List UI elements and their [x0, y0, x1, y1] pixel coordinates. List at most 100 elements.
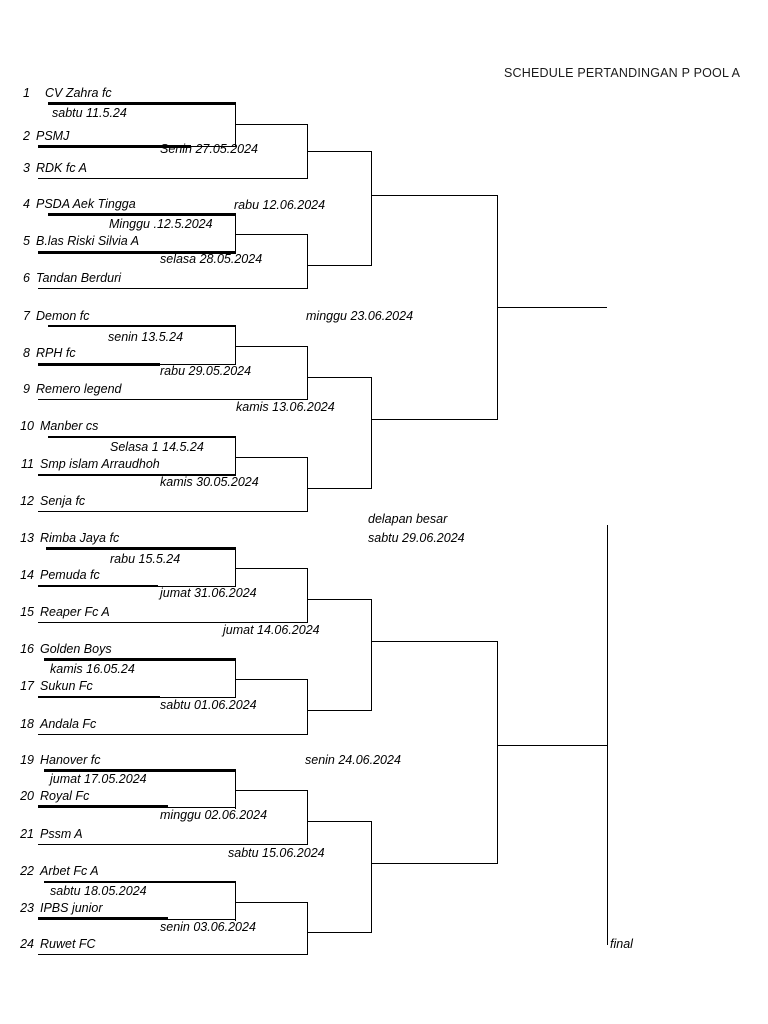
bracket-line: [38, 622, 307, 623]
bracket-line: [160, 697, 236, 698]
team-name: Demon fc: [36, 309, 90, 323]
team-name: RPH fc: [36, 346, 76, 360]
team-name: Tandan Berduri: [36, 271, 122, 285]
match-date: sabtu 11.5.24: [52, 106, 127, 120]
match-date: jumat 14.06.2024: [223, 623, 320, 637]
match-date: jumat 31.06.2024: [160, 586, 257, 600]
bracket-line: [307, 679, 308, 735]
team-name: B.las Riski Silvia A: [36, 234, 140, 248]
match-date: senin 13.5.24: [108, 330, 184, 344]
match-date: rabu 12.06.2024: [234, 198, 326, 212]
bracket-line: [371, 821, 372, 933]
team-name: PSDA Aek Tingga: [36, 197, 136, 211]
team-name: Golden Boys: [40, 642, 112, 656]
seed-number: 16: [20, 642, 34, 656]
team-underline: [44, 769, 236, 772]
bracket-line: [307, 346, 308, 400]
seed-number: 24: [20, 937, 34, 951]
bracket-line: [235, 124, 307, 125]
bracket-line: [235, 769, 236, 809]
team-underline: [38, 251, 236, 254]
bracket-line: [235, 547, 236, 587]
team-underline: [38, 145, 191, 148]
team-name: Sukun Fc: [40, 679, 93, 693]
team-name: IPBS junior: [40, 901, 103, 915]
team-name: Hanover fc: [40, 753, 101, 767]
bracket-line: [307, 265, 371, 266]
team-underline: [38, 585, 158, 587]
bracket-line: [235, 658, 236, 698]
team-underline: [44, 881, 236, 883]
bracket-line: [307, 821, 371, 822]
match-date: sabtu 18.05.2024: [50, 884, 147, 898]
bracket-line: [235, 457, 307, 458]
team-name: Manber cs: [40, 419, 99, 433]
bracket-line: [160, 364, 235, 365]
team-name: RDK fc A: [36, 161, 87, 175]
bracket-line: [307, 568, 308, 623]
bracket-line: [38, 844, 307, 845]
page-title: SCHEDULE PERTANDINGAN P POOL A: [504, 66, 741, 80]
seed-number: 5: [23, 234, 30, 248]
bracket-line: [168, 807, 236, 808]
bracket-line: [168, 919, 236, 920]
bracket-line: [371, 151, 372, 266]
bracket-line: [38, 399, 307, 400]
team-name: Remero legend: [36, 382, 122, 396]
team-name: Rimba Jaya fc: [40, 531, 120, 545]
seed-number: 3: [23, 161, 30, 175]
match-date: sabtu 15.06.2024: [228, 846, 325, 860]
bracket-line: [235, 679, 307, 680]
bracket-line: [235, 568, 307, 569]
match-date: Selasa 1 14.5.24: [110, 440, 204, 454]
bracket-line: [307, 457, 308, 512]
bracket-line: [307, 790, 308, 845]
team-underline: [48, 213, 235, 216]
seed-number: 18: [20, 717, 34, 731]
bracket-line: [235, 790, 307, 791]
bracket-line: [38, 734, 307, 735]
bracket-line: [235, 213, 236, 253]
bracket-line: [307, 710, 371, 711]
bracket-line: [307, 902, 308, 955]
match-date: minggu 02.06.2024: [160, 808, 268, 822]
bracket-line: [38, 511, 307, 512]
match-date: rabu 15.5.24: [110, 552, 181, 566]
team-underline: [44, 658, 236, 661]
bracket-line: [235, 234, 307, 235]
bracket-line: [307, 377, 371, 378]
bracket-line: [38, 954, 307, 955]
quarterfinal-date: sabtu 29.06.2024: [368, 531, 465, 545]
seed-number: 9: [23, 382, 30, 396]
bracket-line: [497, 641, 498, 864]
bracket-line: [307, 234, 308, 289]
bracket-line: [371, 377, 372, 489]
team-underline: [38, 805, 168, 808]
seed-number: 7: [23, 309, 30, 323]
bracket-line: [371, 195, 497, 196]
match-date: senin 03.06.2024: [160, 920, 256, 934]
bracket-line: [191, 146, 235, 147]
seed-number: 22: [20, 864, 34, 878]
seed-number: 14: [20, 568, 34, 582]
seed-number: 1: [23, 86, 30, 100]
team-name: Pssm A: [40, 827, 83, 841]
bracket-line: [235, 881, 236, 921]
bracket-line: [307, 599, 371, 600]
team-name: Pemuda fc: [40, 568, 100, 582]
team-name: Ruwet FC: [40, 937, 96, 951]
quarterfinal-label: delapan besar: [368, 512, 448, 526]
team-underline: [48, 102, 235, 105]
bracket-line: [307, 151, 371, 152]
match-date: Senin 27.05.2024: [160, 142, 259, 156]
seed-number: 6: [23, 271, 30, 285]
bracket-line: [235, 346, 307, 347]
team-name: CV Zahra fc: [45, 86, 112, 100]
bracket-line: [307, 932, 371, 933]
team-name: Smp islam Arraudhoh: [40, 457, 160, 471]
team-underline: [38, 474, 236, 476]
seed-number: 4: [23, 197, 30, 211]
team-name: Arbet Fc A: [40, 864, 99, 878]
seed-number: 19: [20, 753, 34, 767]
